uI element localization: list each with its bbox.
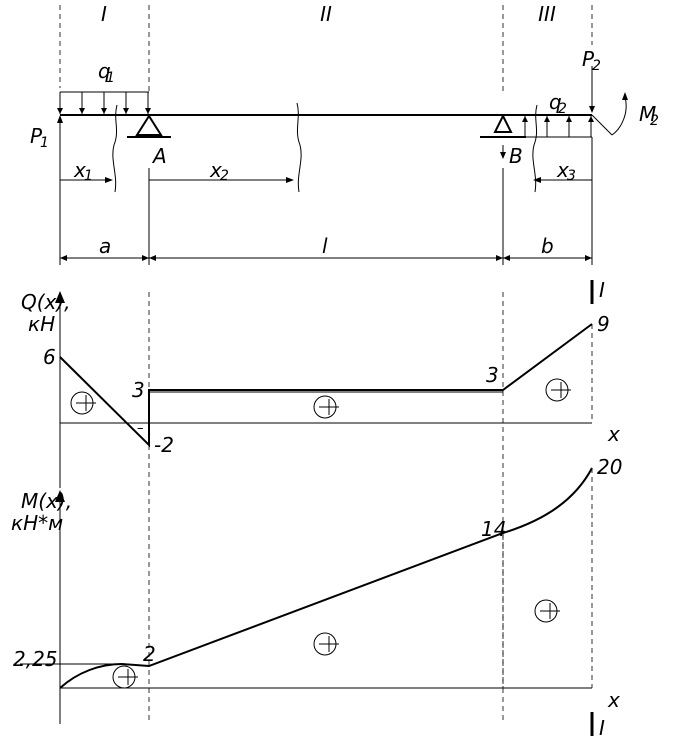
x1-subscript: 1	[84, 168, 93, 184]
distributed-load-q2	[503, 116, 594, 138]
force-p1-arrow	[57, 115, 63, 170]
dim-a-label: a	[99, 234, 111, 258]
q-axis-unit: кН	[28, 312, 55, 336]
section-mark-label-top: I	[599, 278, 605, 302]
moment-m2-arrow	[591, 92, 628, 136]
q-plus-sign-1	[70, 391, 96, 415]
q-value-3-left: 3	[132, 378, 145, 402]
section-cut-lines	[112, 102, 538, 193]
support-a	[127, 114, 171, 138]
m2-subscript: 2	[650, 113, 659, 129]
x1-label: x	[73, 158, 86, 182]
q-value-3-right: 3	[486, 363, 499, 387]
dim-b	[503, 255, 592, 261]
dim-a	[60, 255, 149, 261]
m-value-2-25: 2,25	[13, 647, 58, 671]
q-value-neg2: -2	[154, 433, 174, 457]
support-b-label: B	[509, 144, 523, 168]
m-plus-sign-2	[313, 632, 339, 656]
q-value-9: 9	[597, 312, 610, 336]
q-axis-label: Q(x),	[21, 290, 71, 314]
p1-subscript: 1	[40, 135, 49, 151]
m2-label: M	[639, 102, 656, 126]
q-axis-arrowhead	[55, 291, 65, 303]
q-plus-sign-3	[545, 378, 571, 402]
coord-x2-arrow	[149, 177, 294, 183]
dim-b-label: b	[541, 234, 554, 258]
m-value-14: 14	[481, 517, 506, 541]
p1-label: P	[30, 124, 43, 148]
m-x-label: x	[607, 688, 620, 712]
moment-diagram	[20, 467, 593, 724]
x2-label: x	[209, 158, 222, 182]
force-p2-arrow	[589, 66, 595, 113]
section-mark-label-bottom: I	[599, 716, 605, 740]
shear-diagram: –	[55, 291, 593, 488]
m-plus-sign-3	[534, 599, 560, 623]
p2-subscript: 2	[592, 58, 601, 74]
m-axis-arrowhead	[55, 490, 65, 502]
q-minus-sign: –	[137, 421, 144, 436]
q-x-label: x	[607, 422, 620, 446]
section-label-2: II	[320, 2, 332, 26]
q2-label: q	[549, 90, 562, 114]
coord-x3-arrow	[533, 177, 592, 183]
q-plus-sign-2	[313, 395, 339, 419]
q-curve	[59, 323, 593, 448]
q-value-6: 6	[43, 345, 56, 369]
p2-label: P	[582, 47, 595, 71]
m-value-20: 20	[597, 455, 622, 479]
m-plus-sign-1	[112, 665, 138, 689]
support-a-label: A	[151, 144, 167, 168]
q1-label: q	[98, 59, 111, 83]
q1-subscript: 1	[106, 70, 115, 86]
m-axis-label: M(x),	[21, 489, 72, 513]
m-axis-unit: кН*м	[11, 511, 63, 535]
section-label-3: III	[538, 2, 556, 26]
x2-subscript: 2	[220, 168, 229, 184]
coord-x1-arrow	[60, 177, 113, 183]
m-value-2: 2	[143, 642, 156, 666]
x3-label: x	[556, 158, 569, 182]
x3-subscript: 3	[567, 168, 576, 184]
distributed-load-q1	[57, 91, 151, 114]
q2-subscript: 2	[558, 101, 567, 117]
section-label-1: I	[101, 2, 107, 26]
dim-l-label: l	[322, 234, 328, 258]
dim-l	[149, 255, 503, 261]
